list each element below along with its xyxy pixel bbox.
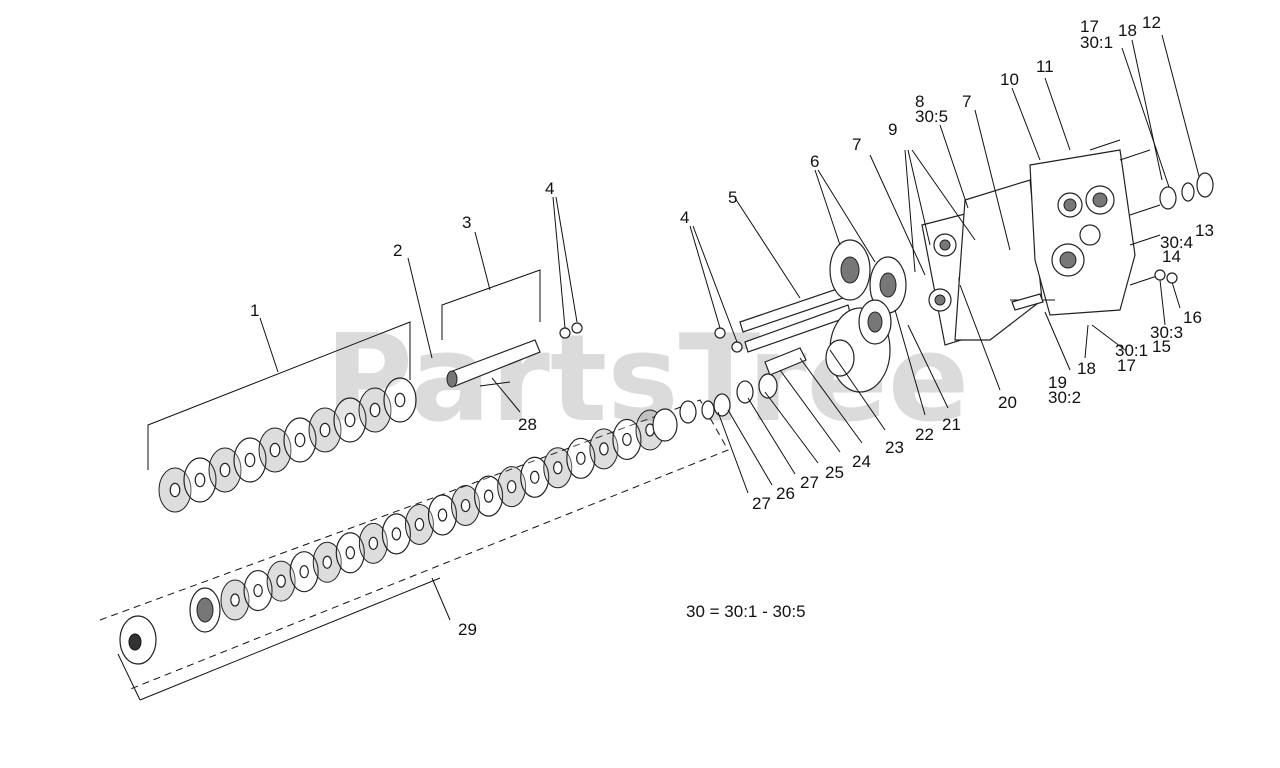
callout-22: 22 xyxy=(915,425,934,444)
callout-8: 8 xyxy=(915,92,924,111)
upper-plates xyxy=(158,377,417,513)
disc-hole xyxy=(391,527,402,541)
callout-27a: 27 xyxy=(752,494,771,513)
countershaft-group xyxy=(652,154,949,494)
callout-10: 10 xyxy=(1000,70,1019,89)
disc-hole xyxy=(345,546,356,560)
clutch-pack-assembly xyxy=(99,399,729,701)
clutch-discs xyxy=(220,409,665,621)
callout-29: 29 xyxy=(458,620,477,639)
disc-hole xyxy=(294,432,306,448)
callout-7a: 7 xyxy=(852,135,861,154)
callout-23: 23 xyxy=(885,438,904,457)
piston-plate-group xyxy=(147,317,417,513)
callout-4b: 4 xyxy=(680,208,689,227)
callout-30-1-a: 30:1 xyxy=(1080,33,1113,52)
disc-hole xyxy=(276,574,286,588)
callout-17a: 17 xyxy=(1080,17,1099,36)
disc-hole xyxy=(599,442,609,456)
disc-hole xyxy=(319,422,331,438)
disc-hole xyxy=(169,482,181,498)
callout-30-5: 30:5 xyxy=(915,107,948,126)
callout-12: 12 xyxy=(1142,13,1161,32)
disc-hole xyxy=(244,452,256,468)
callout-13: 13 xyxy=(1195,221,1214,240)
disc-hole xyxy=(369,402,381,418)
disc-hole xyxy=(622,432,632,447)
disc-hole xyxy=(194,472,206,488)
callout-9: 9 xyxy=(888,120,897,139)
callout-27b: 27 xyxy=(800,473,819,492)
callout-25: 25 xyxy=(825,463,844,482)
disc-hole xyxy=(394,392,406,408)
callout-20: 20 xyxy=(998,393,1017,412)
transaxle-housing xyxy=(904,34,1214,391)
callout-2: 2 xyxy=(393,241,402,260)
callout-28: 28 xyxy=(518,415,537,434)
callout-30-1-b: 30:1 xyxy=(1115,341,1148,360)
callout-labels: 1 2 3 4 4 5 6 7 7 8 30:5 9 10 11 12 13 1… xyxy=(250,13,1214,639)
disc-hole xyxy=(368,536,379,550)
callout-30-3: 30:3 xyxy=(1150,323,1183,342)
disc-hole xyxy=(253,583,263,598)
callout-24: 24 xyxy=(852,452,871,471)
callout-14: 14 xyxy=(1162,247,1181,266)
callout-26: 26 xyxy=(776,484,795,503)
callout-18b: 18 xyxy=(1077,359,1096,378)
disc-hole xyxy=(322,555,333,569)
callout-3: 3 xyxy=(462,213,471,232)
callout-15: 15 xyxy=(1152,337,1171,356)
disc-hole xyxy=(506,480,517,494)
callout-4a: 4 xyxy=(545,179,554,198)
callout-11: 11 xyxy=(1036,57,1054,76)
disc-hole xyxy=(529,470,540,484)
disc-hole xyxy=(552,461,563,475)
callout-5: 5 xyxy=(728,188,737,207)
disc-hole xyxy=(344,412,356,428)
callout-6: 6 xyxy=(810,152,819,171)
callout-7b: 7 xyxy=(962,92,971,111)
footnote: 30 = 30:1 - 30:5 xyxy=(686,602,806,621)
callout-1: 1 xyxy=(250,301,259,320)
disc-hole xyxy=(460,498,471,513)
disc-hole xyxy=(483,489,494,503)
disc-hole xyxy=(269,442,281,458)
callout-30-4: 30:4 xyxy=(1160,233,1193,252)
callout-16: 16 xyxy=(1183,308,1202,327)
disc-hole xyxy=(230,593,240,607)
callout-21: 21 xyxy=(942,415,961,434)
disc-hole xyxy=(299,565,309,579)
input-shaft-group xyxy=(407,196,583,413)
disc-hole xyxy=(414,517,425,532)
disc-hole xyxy=(576,451,586,465)
disc-hole xyxy=(219,462,231,478)
callout-30-2: 30:2 xyxy=(1048,388,1081,407)
disc-hole xyxy=(437,508,448,522)
callout-17b: 17 xyxy=(1117,356,1136,375)
callout-18a: 18 xyxy=(1118,21,1137,40)
callout-19: 19 xyxy=(1048,373,1067,392)
snap-ring xyxy=(559,327,571,339)
